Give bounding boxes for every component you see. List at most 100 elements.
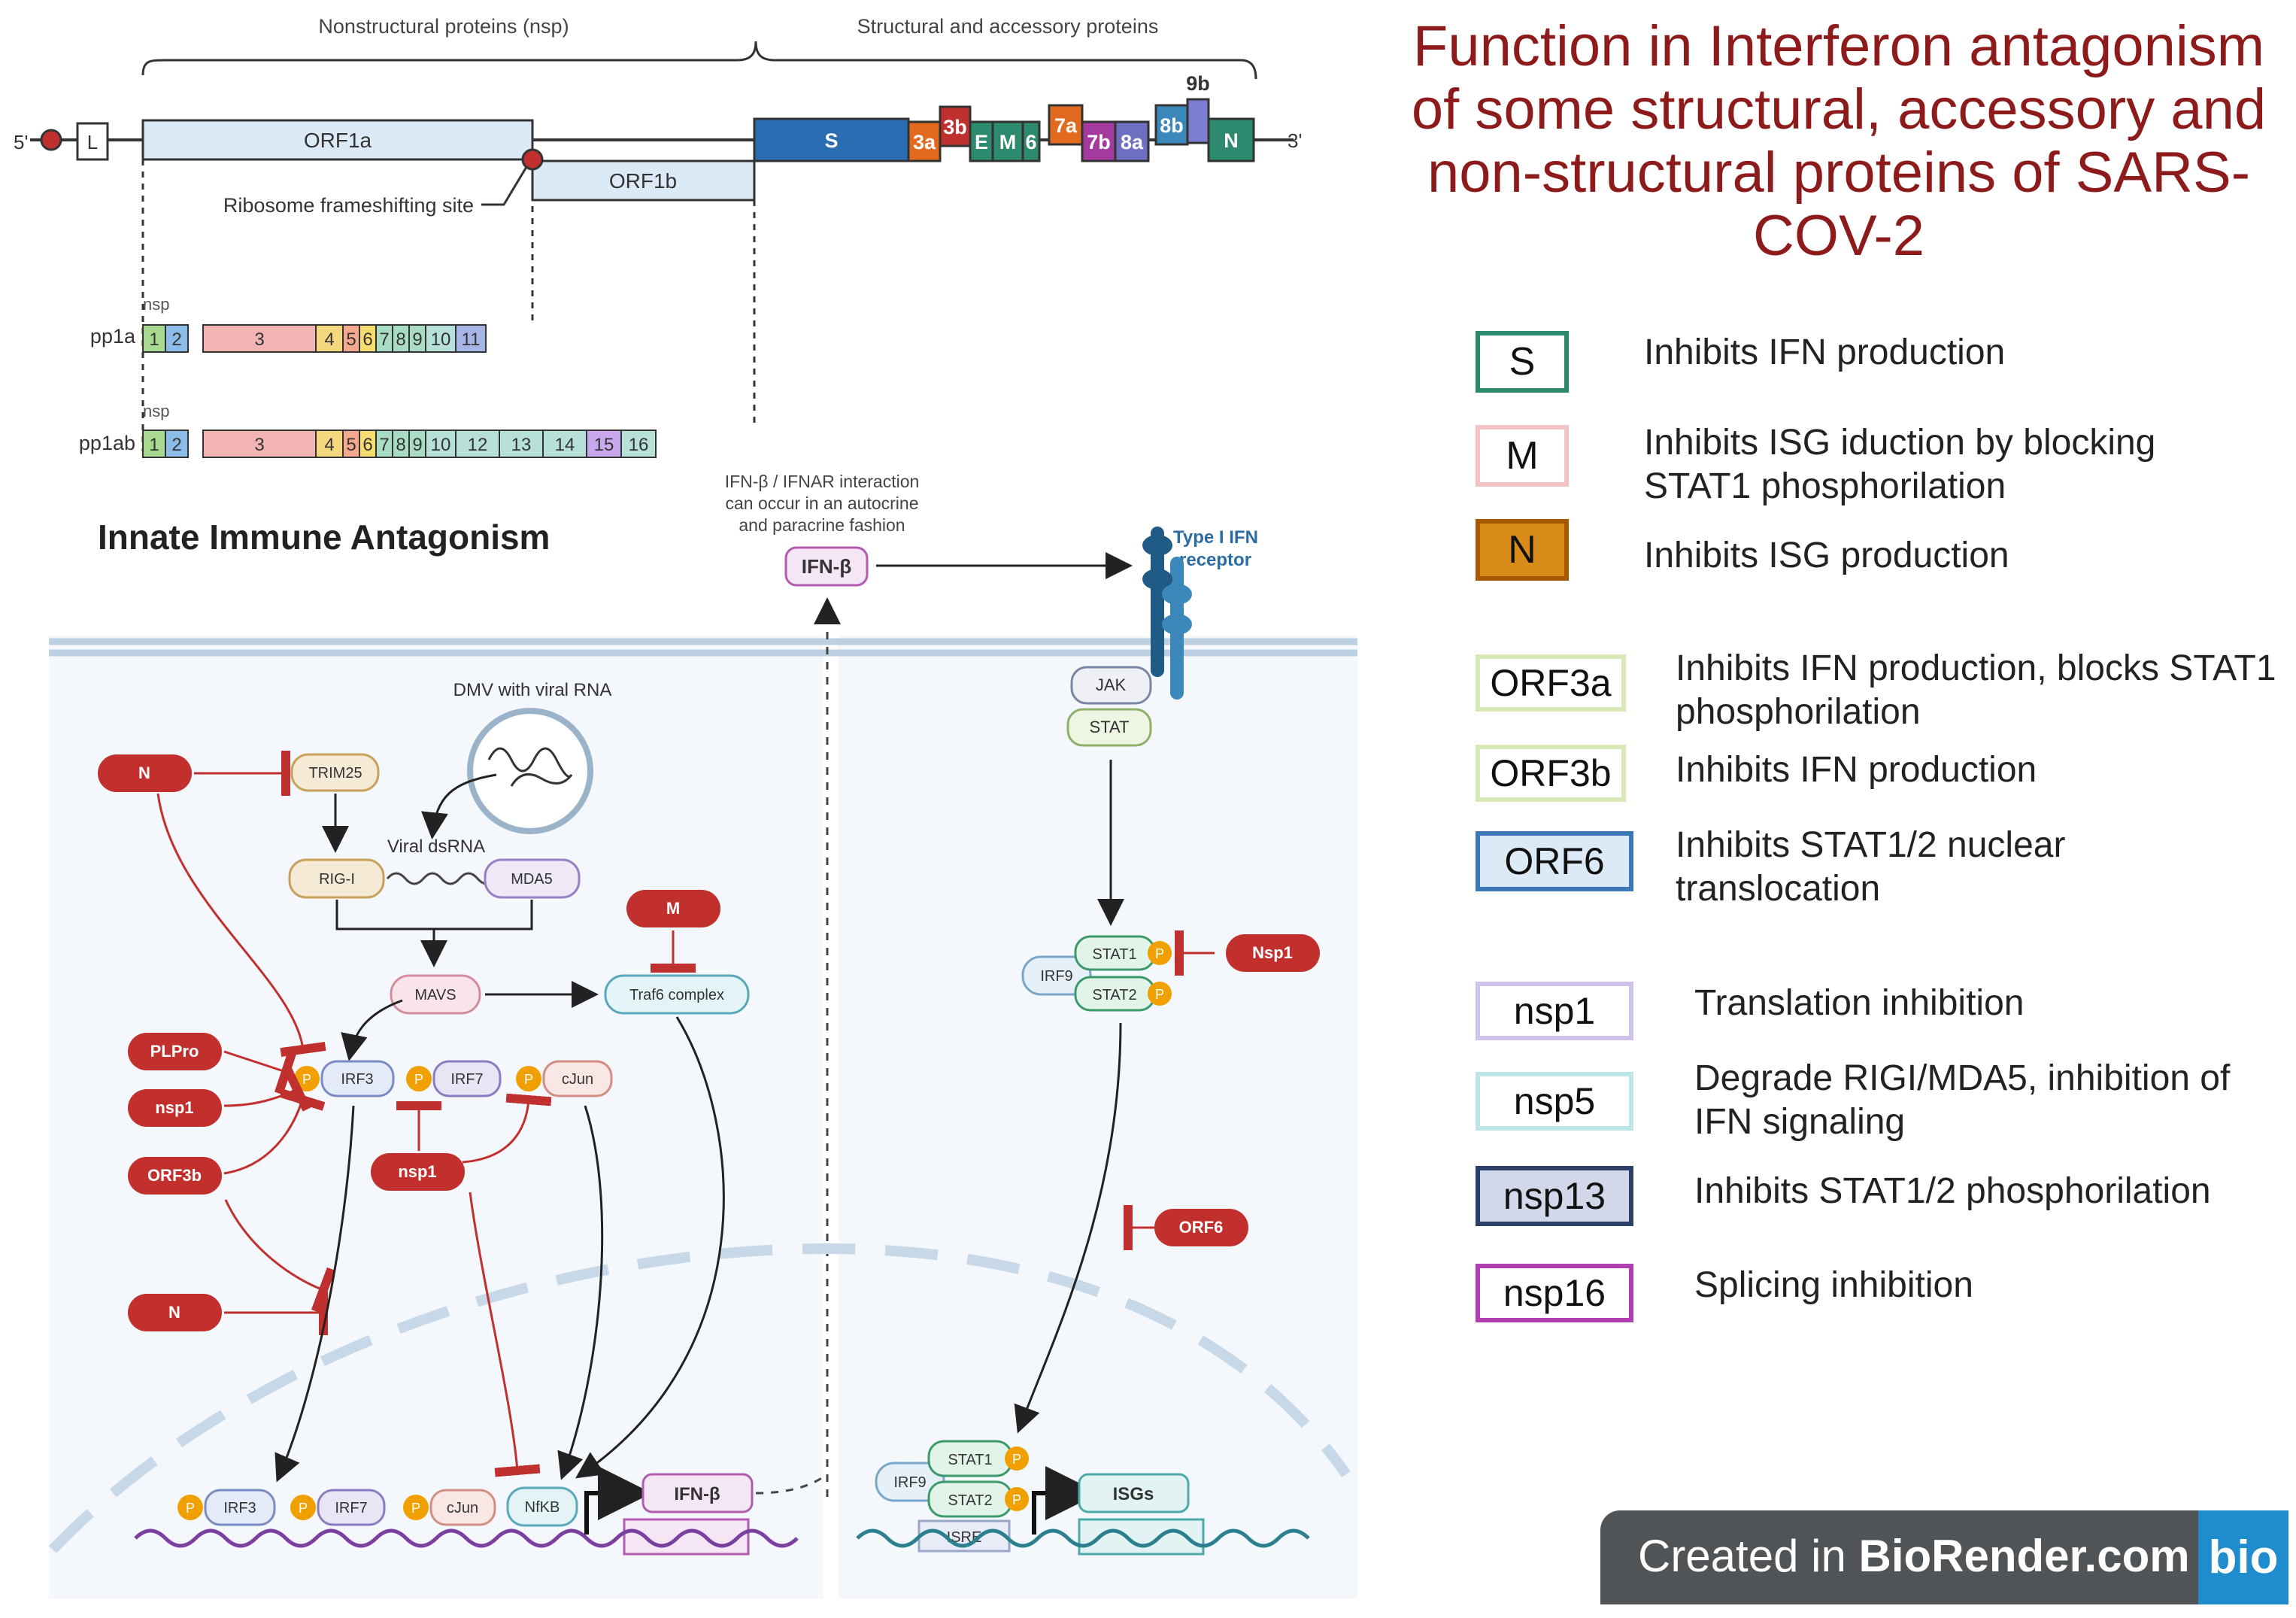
legend-swatch-nsp16: nsp16	[1476, 1264, 1633, 1322]
svg-text:P: P	[414, 1072, 423, 1087]
legend-swatch-nsp13: nsp13	[1476, 1166, 1633, 1226]
dsrna-label: Viral dsRNA	[387, 836, 485, 857]
badge-brand: BioRender.com	[1858, 1531, 2190, 1581]
jak-label: JAK	[1096, 675, 1127, 694]
p-label: P	[1155, 987, 1164, 1002]
trim25-label: TRIM25	[308, 765, 362, 782]
five-prime-label: 5'	[14, 131, 28, 153]
badge-prefix: Created in	[1638, 1531, 1859, 1581]
nuclear-translocation-edges	[274, 1016, 725, 1483]
irf9-upper-label: IRF9	[1040, 968, 1072, 985]
pp1a-seg-label-3: 3	[254, 329, 264, 350]
biorender-logo: bio	[2198, 1510, 2288, 1604]
svg-text:IRF7: IRF7	[335, 1500, 367, 1516]
legend-swatch-s: S	[1476, 331, 1569, 393]
innate-immune-pathway: Innate Immune Antagonism IFN-β / IFNAR i…	[48, 472, 1357, 1598]
pp1ab-nsp-label: nsp	[143, 402, 169, 420]
gene-box-7a	[1048, 104, 1084, 146]
legend-text-n: Inhibits ISG production	[1644, 536, 2009, 575]
gene-label-9b: 9b	[1186, 72, 1210, 95]
pp1ab-seg-label-15: 15	[594, 435, 614, 455]
legend-text-nsp16: Splicing inhibition	[1694, 1265, 1973, 1305]
pp1ab-seg-label-12: 12	[468, 435, 488, 455]
pp1a-seg-label-8: 8	[396, 329, 405, 350]
irf9-upper	[1021, 955, 1092, 996]
pp1a-nsp-label: nsp	[143, 295, 169, 314]
legend-swatch-orf3a: ORF3a	[1476, 654, 1626, 712]
frameshift-marker	[521, 148, 544, 171]
nsp1-right-pill	[1226, 934, 1320, 972]
irf9-lower-label: IRF9	[893, 1474, 926, 1491]
gene-label-n: N	[1224, 129, 1239, 152]
svg-text:P: P	[411, 1501, 420, 1516]
pp1ab-seg-label-13: 13	[511, 435, 532, 455]
orf3b-pill	[128, 1157, 222, 1195]
nfkb-label: NfKB	[525, 1499, 560, 1516]
legend-text-nsp1: Translation inhibition	[1694, 983, 2025, 1023]
pp1ab-seg-label-10: 10	[431, 435, 451, 455]
dna-right	[856, 1528, 1310, 1548]
pp1a-seg-10	[425, 324, 456, 353]
pp1a-label: pp1a	[90, 325, 136, 348]
pp1ab-seg-label-14: 14	[555, 435, 575, 455]
pp1a-seg-11	[455, 324, 487, 353]
phospho-stat2-upper	[1148, 982, 1172, 1006]
svg-text:ORF3b: ORF3b	[147, 1166, 202, 1185]
inhibition-edges	[156, 751, 696, 1477]
pp1ab-seg-label-16: 16	[629, 435, 649, 455]
pp1ab-seg-12	[455, 430, 500, 458]
nsp-header: Nonstructural proteins (nsp)	[318, 15, 569, 38]
svg-text:IRF3: IRF3	[223, 1500, 256, 1516]
pp1ab-seg-label-9: 9	[412, 435, 422, 455]
receptor-label-2: receptor	[1179, 550, 1251, 570]
stat-label: STAT	[1090, 718, 1130, 736]
traf6-label: Traf6 complex	[629, 987, 724, 1003]
structural-header: Structural and accessory proteins	[857, 15, 1159, 38]
pp1ab-seg-3	[202, 430, 317, 458]
mavs-node	[390, 974, 481, 1015]
transcription-factors-nucleus: P IRF3 P IRF7 P cJun NfKB	[177, 1486, 578, 1527]
p-label: P	[1012, 1492, 1021, 1507]
ifnar-note-2: can occur in an autocrine	[726, 493, 919, 513]
ifnar-note-1: IFN-β / IFNAR interaction	[725, 472, 920, 491]
pp1ab-label: pp1ab	[79, 432, 135, 454]
gene-box-6	[1021, 120, 1041, 162]
gene-box-3b	[939, 105, 972, 147]
pp1a-seg-label-2: 2	[171, 329, 181, 350]
pp1ab-seg-label-2: 2	[171, 435, 181, 455]
pp1ab-seg-13	[499, 430, 544, 458]
pp1a-seg-label-1: 1	[149, 329, 159, 350]
type-i-ifn-receptor	[1142, 527, 1192, 700]
isre-box	[917, 1519, 1011, 1553]
n-top-pill	[98, 754, 192, 792]
pp1ab-seg-2	[165, 430, 189, 458]
pp1ab-seg-15	[586, 430, 622, 458]
pp1ab-seg-4	[315, 430, 344, 458]
svg-text:nsp1: nsp1	[398, 1162, 436, 1181]
pp1a-seg-label-9: 9	[412, 329, 422, 350]
orf1b-box	[531, 159, 756, 202]
svg-text:M: M	[666, 899, 680, 918]
legend-swatch-n: N	[1476, 519, 1569, 581]
stat2-upper-label: STAT2	[1092, 987, 1136, 1003]
gene-label-e: E	[975, 131, 988, 153]
stat1-upper-label: STAT1	[1092, 946, 1136, 963]
n-bottom-pill	[128, 1294, 222, 1331]
cell-right	[839, 636, 1357, 1598]
frameshift-label: Ribosome frameshifting site	[223, 194, 474, 217]
gene-label-s: S	[824, 129, 838, 152]
dmv-vesicle	[467, 708, 593, 834]
orf6-pill	[1154, 1209, 1248, 1246]
transcription-factors-cytoplasm: P IRF3 P IRF7 P cJun	[294, 1060, 613, 1097]
pp1a-seg-4	[315, 324, 344, 353]
pp1ab-seg-label-8: 8	[396, 435, 405, 455]
pp1a-seg-label-10: 10	[431, 329, 451, 350]
nfkb-node	[506, 1486, 578, 1527]
svg-text:nsp1: nsp1	[155, 1098, 193, 1117]
biorender-text: Created in BioRender.com	[1638, 1530, 2190, 1582]
ifnb-secreted-label: IFN-β	[802, 555, 851, 578]
pp1ab-seg-label-6: 6	[362, 435, 372, 455]
